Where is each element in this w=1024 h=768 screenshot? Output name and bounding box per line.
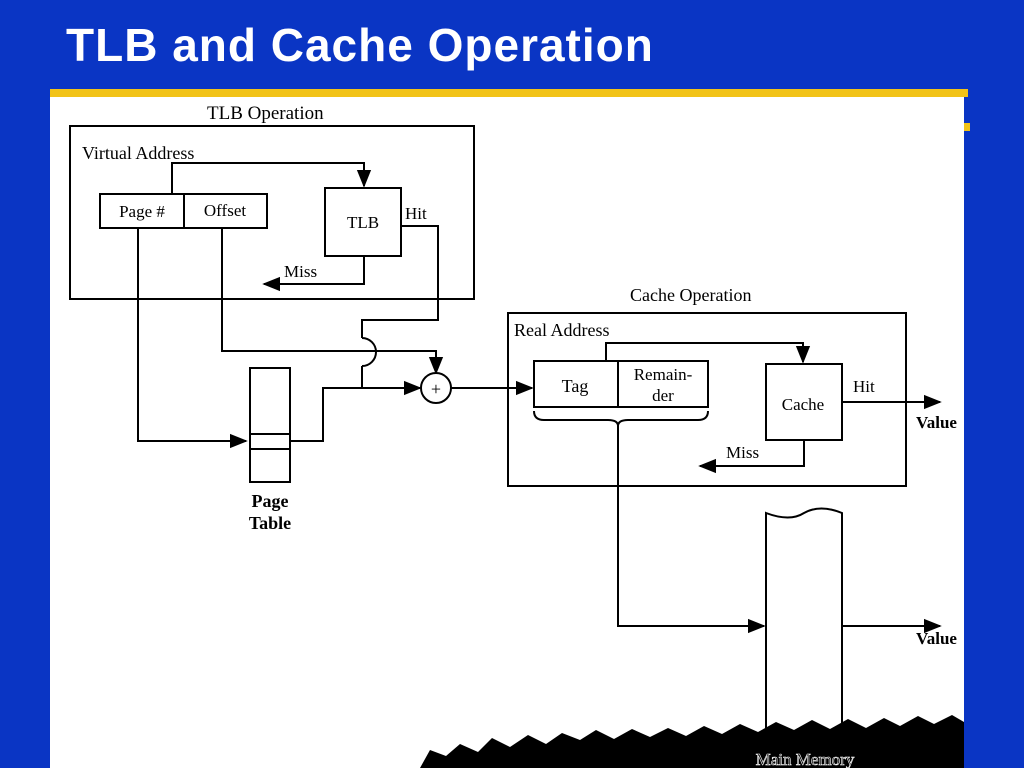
virtual-address-label: Virtual Address xyxy=(82,143,194,163)
title-underline xyxy=(50,89,968,97)
offset-to-adder xyxy=(221,228,444,375)
cache-operation-frame xyxy=(507,312,907,487)
scan-noise-band xyxy=(420,715,964,768)
remainder-box xyxy=(617,360,709,408)
cache-value-label: Value xyxy=(916,413,957,432)
cache-box xyxy=(765,363,843,441)
slide-title: TLB and Cache Operation xyxy=(66,19,654,71)
table-to-adder-line xyxy=(290,387,362,442)
page-to-tlb-line xyxy=(171,162,372,194)
cache-operation-title: Cache Operation xyxy=(630,285,751,305)
cache-label: Cache xyxy=(782,395,824,414)
address-to-memory-arrow xyxy=(617,426,766,634)
page-to-table-arrow xyxy=(137,228,248,449)
offset-box xyxy=(183,193,268,229)
main-memory-label: Main Memory xyxy=(756,750,855,768)
page-table xyxy=(249,367,291,483)
cache-miss-label: Miss xyxy=(726,443,759,462)
page-table-label-line1: Page xyxy=(252,491,289,511)
adder-symbol: + xyxy=(431,379,441,399)
remainder-label-line1: Remain- xyxy=(634,365,693,384)
page-number-label: Page # xyxy=(119,202,165,221)
page-table-label-line2: Table xyxy=(249,513,291,533)
tlb-hit-line xyxy=(361,225,439,338)
cache-miss-arrow xyxy=(698,440,805,474)
tlb-box xyxy=(324,187,402,257)
address-brace xyxy=(533,410,709,427)
tlb-hit-to-adder xyxy=(361,366,422,396)
address-to-cache-line xyxy=(605,342,811,364)
tlb-operation-title: TLB Operation xyxy=(207,103,324,124)
tlb-miss-arrow xyxy=(262,256,365,292)
accent-mark xyxy=(962,123,970,131)
cache-hit-label: Hit xyxy=(853,377,875,396)
tag-label: Tag xyxy=(562,376,589,396)
tlb-hit-label: Hit xyxy=(405,204,427,223)
remainder-label-line2: der xyxy=(652,386,674,405)
tlb-miss-label: Miss xyxy=(284,262,317,281)
tlb-label: TLB xyxy=(347,213,379,232)
offset-label: Offset xyxy=(204,201,246,220)
real-address-label: Real Address xyxy=(514,320,609,340)
tlb-operation-frame xyxy=(69,125,475,300)
diagram-panel: TLB Operation Virtual Address Page # Off… xyxy=(50,97,964,768)
main-memory xyxy=(765,507,843,768)
memory-value-label: Value xyxy=(916,629,957,648)
tlb-cache-diagram: TLB Operation Virtual Address Page # Off… xyxy=(69,103,964,768)
